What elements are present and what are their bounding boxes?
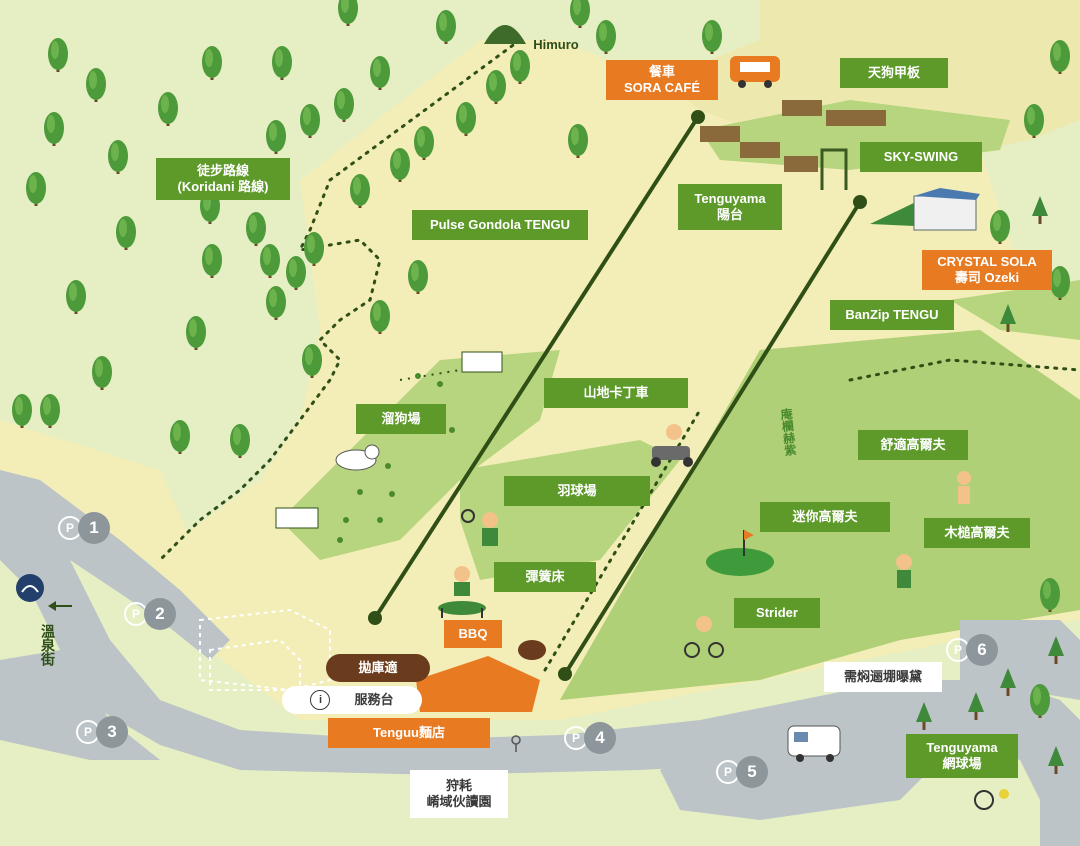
farm-line1: 狩耗: [445, 778, 472, 793]
himuro-label: Himuro: [533, 37, 579, 52]
mini-golf-label[interactable]: 迷你高爾夫: [760, 502, 890, 532]
auto-camping-label[interactable]: 需焖逦堋曝黛: [824, 662, 942, 692]
comfort-golf-label[interactable]: 舒適高爾夫: [858, 430, 968, 460]
info-desk-text: 服務台: [354, 692, 394, 707]
parking-1[interactable]: P 1: [58, 512, 110, 544]
sora-cafe-line1: 餐車: [648, 64, 675, 79]
badminton-label[interactable]: 羽球場: [504, 476, 650, 506]
kart-label[interactable]: 山地卡丁車: [544, 378, 688, 408]
sora-cafe-label[interactable]: 餐車 SORA CAFÉ: [606, 60, 718, 100]
koridani-trail-line2: (Koridani 路線): [177, 179, 269, 194]
strider-label[interactable]: Strider: [734, 598, 820, 628]
parking-number: 5: [736, 756, 768, 788]
farm-label[interactable]: 狩耗 崤域伙讀園: [410, 770, 508, 818]
crystal-sola-label[interactable]: CRYSTAL SOLA 壽司 Ozeki: [922, 250, 1052, 290]
koridani-trail-label[interactable]: 徒步路線 (Koridani 路線): [156, 158, 290, 200]
parking-6[interactable]: P 6: [946, 634, 998, 666]
gondola-label[interactable]: Pulse Gondola TENGU: [412, 210, 588, 240]
tennis-court-line1: Tenguyama: [926, 740, 998, 755]
parking-3[interactable]: P 3: [76, 716, 128, 748]
trampoline-label[interactable]: 彈簧床: [494, 562, 596, 592]
tenguyama-yodai-label[interactable]: Tenguyama 陽台: [678, 184, 782, 230]
parking-number: 4: [584, 722, 616, 754]
tengu-deck-label[interactable]: 天狗甲板: [840, 58, 948, 88]
parking-number: 3: [96, 716, 128, 748]
banzip-label[interactable]: BanZip TENGU: [830, 300, 954, 330]
info-icon: i: [310, 690, 331, 710]
parking-number: 6: [966, 634, 998, 666]
bbq-label[interactable]: BBQ: [444, 620, 502, 648]
crystal-sola-line1: CRYSTAL SOLA: [937, 254, 1037, 269]
crystal-sola-line2: 壽司 Ozeki: [954, 270, 1020, 285]
parking-number: 2: [144, 598, 176, 630]
dog-run-label[interactable]: 溜狗場: [356, 404, 446, 434]
parking-2[interactable]: P 2: [124, 598, 176, 630]
koridani-trail-line1: 徒步路線: [196, 163, 249, 178]
sky-swing-label[interactable]: SKY-SWING: [860, 142, 982, 172]
parking-4[interactable]: P 4: [564, 722, 616, 754]
storehouse-label[interactable]: 拋庫適: [326, 654, 430, 682]
mallet-golf-label[interactable]: 木槌高爾夫: [924, 518, 1030, 548]
farm-line2: 崤域伙讀園: [426, 794, 492, 809]
sora-cafe-line2: SORA CAFÉ: [623, 80, 701, 95]
parking-number: 1: [78, 512, 110, 544]
tenguyama-yodai-line2: 陽台: [716, 207, 743, 222]
tennis-court-line2: 網球場: [942, 756, 982, 771]
parking-5[interactable]: P 5: [716, 756, 768, 788]
onsen-street-label: 溫泉街: [40, 624, 56, 666]
tenguyama-yodai-line1: Tenguyama: [694, 191, 766, 206]
tennis-court-label[interactable]: Tenguyama 網球場: [906, 734, 1018, 778]
info-desk-label[interactable]: i 服務台: [282, 686, 422, 714]
tenguu-noodle-label[interactable]: Tenguu麵店: [328, 718, 490, 748]
